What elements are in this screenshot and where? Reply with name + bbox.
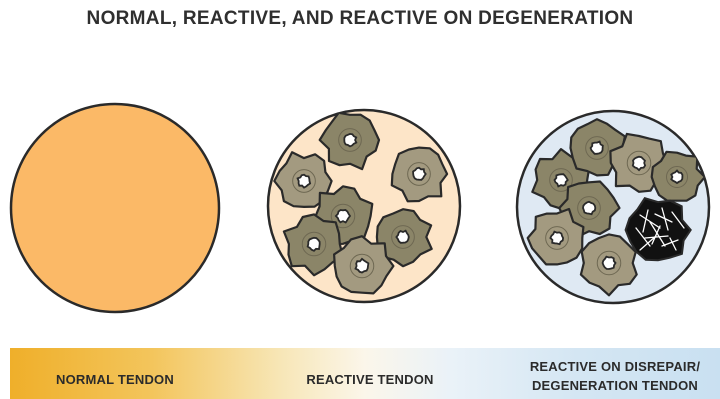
label-reactive-tendon: REACTIVE TENDON [275,370,465,389]
normal-tendon-circle [11,104,219,312]
degeneration-tendon-circle [517,111,709,303]
diagram-illustration [0,0,720,345]
label-normal-tendon: NORMAL TENDON [30,370,200,389]
label-degeneration-tendon: REACTIVE ON DISREPAIR/ DEGENERATION TEND… [510,357,720,395]
reactive-tendon-circle [268,110,460,302]
